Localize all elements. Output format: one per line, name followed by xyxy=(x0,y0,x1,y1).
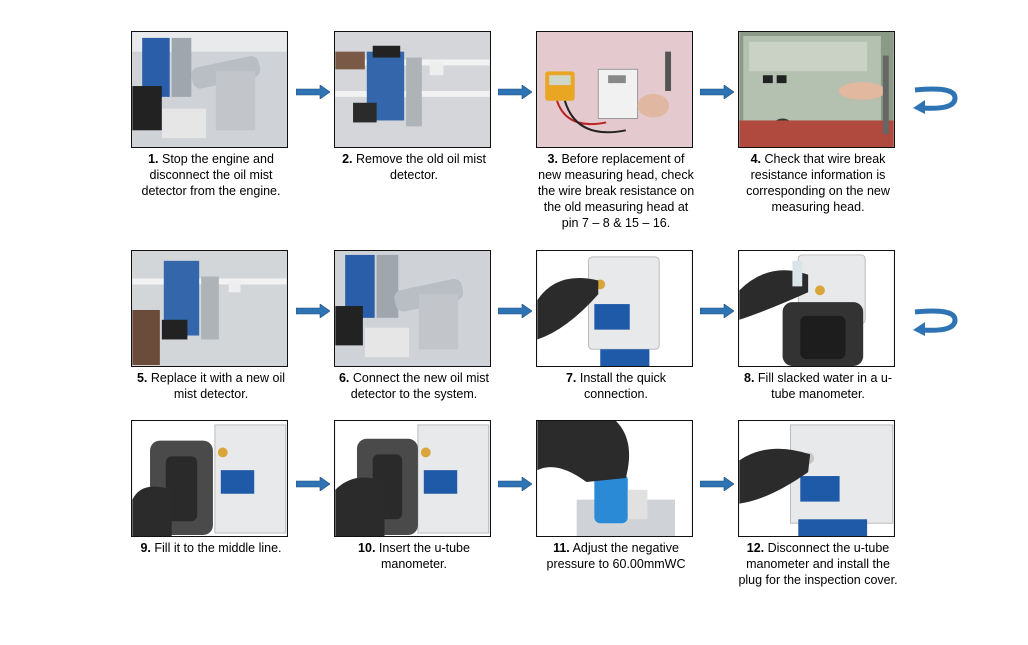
right-arrow-icon xyxy=(296,85,330,99)
install-detector-photo xyxy=(131,250,288,367)
step-text: Fill slacked water in a u-tube manometer… xyxy=(757,371,892,401)
step-caption: 3. Before replacement of new measuring h… xyxy=(536,151,696,231)
step-7: 7. Install the quick connection. xyxy=(536,250,696,402)
right-arrow-icon xyxy=(498,477,532,491)
wrench-on-detector-photo xyxy=(131,31,288,148)
step-text: Adjust the negative pressure to 60.00mmW… xyxy=(546,541,686,571)
quick-connection-photo xyxy=(536,250,693,367)
step-10: 10. Insert the u-tube manometer. xyxy=(334,420,494,572)
step-caption: 8. Fill slacked water in a u-tube manome… xyxy=(738,370,898,402)
return-arrow-icon xyxy=(913,86,958,114)
right-arrow-icon xyxy=(700,304,734,318)
step-1: 1. Stop the engine and disconnect the oi… xyxy=(131,31,291,199)
right-arrow-icon xyxy=(296,477,330,491)
manometer-middle-line-photo xyxy=(131,420,288,537)
step-caption: 10. Insert the u-tube manometer. xyxy=(334,540,494,572)
step-number: 11. xyxy=(553,541,570,555)
install-plug-photo xyxy=(738,420,895,537)
step-5: 5. Replace it with a new oil mist detect… xyxy=(131,250,291,402)
step-2: 2. Remove the old oil mist detector. xyxy=(334,31,494,183)
step-text: Connect the new oil mist detector to the… xyxy=(350,371,490,401)
multimeter-photo xyxy=(536,31,693,148)
step-text: Before replacement of new measuring head… xyxy=(537,152,695,230)
step-11: 11. Adjust the negative pressure to 60.0… xyxy=(536,420,696,572)
step-text: Stop the engine and disconnect the oil m… xyxy=(141,152,281,198)
fill-manometer-photo xyxy=(738,250,895,367)
step-caption: 11. Adjust the negative pressure to 60.0… xyxy=(536,540,696,572)
step-text: Install the quick connection. xyxy=(579,371,667,401)
step-number: 7. xyxy=(565,371,577,385)
step-caption: 7. Install the quick connection. xyxy=(536,370,696,402)
remove-detector-photo xyxy=(334,31,491,148)
step-number: 9. xyxy=(140,541,151,555)
step-caption: 6. Connect the new oil mist detector to … xyxy=(334,370,494,402)
step-caption: 9. Fill it to the middle line. xyxy=(131,540,291,556)
insert-manometer-photo xyxy=(334,420,491,537)
step-caption: 5. Replace it with a new oil mist detect… xyxy=(131,370,291,402)
step-6: 6. Connect the new oil mist detector to … xyxy=(334,250,494,402)
step-12: 12. Disconnect the u-tube manometer and … xyxy=(738,420,898,588)
right-arrow-icon xyxy=(700,85,734,99)
step-4: 4. Check that wire break resistance info… xyxy=(738,31,898,215)
circuit-board-photo xyxy=(738,31,895,148)
right-arrow-icon xyxy=(498,304,532,318)
step-number: 8. xyxy=(744,371,755,385)
step-text: Disconnect the u-tube manometer and inst… xyxy=(738,541,898,587)
step-number: 4. xyxy=(750,152,762,166)
step-number: 10. xyxy=(358,541,376,555)
step-caption: 1. Stop the engine and disconnect the oi… xyxy=(131,151,291,199)
adjust-pressure-photo xyxy=(536,420,693,537)
step-3: 3. Before replacement of new measuring h… xyxy=(536,31,696,231)
step-text: Remove the old oil mist detector. xyxy=(356,152,486,182)
step-number: 1. xyxy=(148,152,159,166)
step-caption: 4. Check that wire break resistance info… xyxy=(738,151,898,215)
step-number: 2. xyxy=(342,152,353,166)
step-text: Check that wire break resistance informa… xyxy=(746,152,890,214)
step-text: Replace it with a new oil mist detector. xyxy=(150,371,286,401)
step-number: 12. xyxy=(746,541,765,555)
step-number: 3. xyxy=(547,152,558,166)
step-caption: 12. Disconnect the u-tube manometer and … xyxy=(738,540,898,588)
right-arrow-icon xyxy=(296,304,330,318)
step-text: Fill it to the middle line. xyxy=(154,541,282,555)
step-number: 5. xyxy=(136,371,148,385)
right-arrow-icon xyxy=(700,477,734,491)
step-number: 6. xyxy=(338,371,350,385)
return-arrow-icon xyxy=(913,308,958,336)
step-caption: 2. Remove the old oil mist detector. xyxy=(334,151,494,183)
right-arrow-icon xyxy=(498,85,532,99)
step-9: 9. Fill it to the middle line. xyxy=(131,420,291,556)
step-text: Insert the u-tube manometer. xyxy=(378,541,470,571)
connect-detector-photo xyxy=(334,250,491,367)
step-8: 8. Fill slacked water in a u-tube manome… xyxy=(738,250,898,402)
